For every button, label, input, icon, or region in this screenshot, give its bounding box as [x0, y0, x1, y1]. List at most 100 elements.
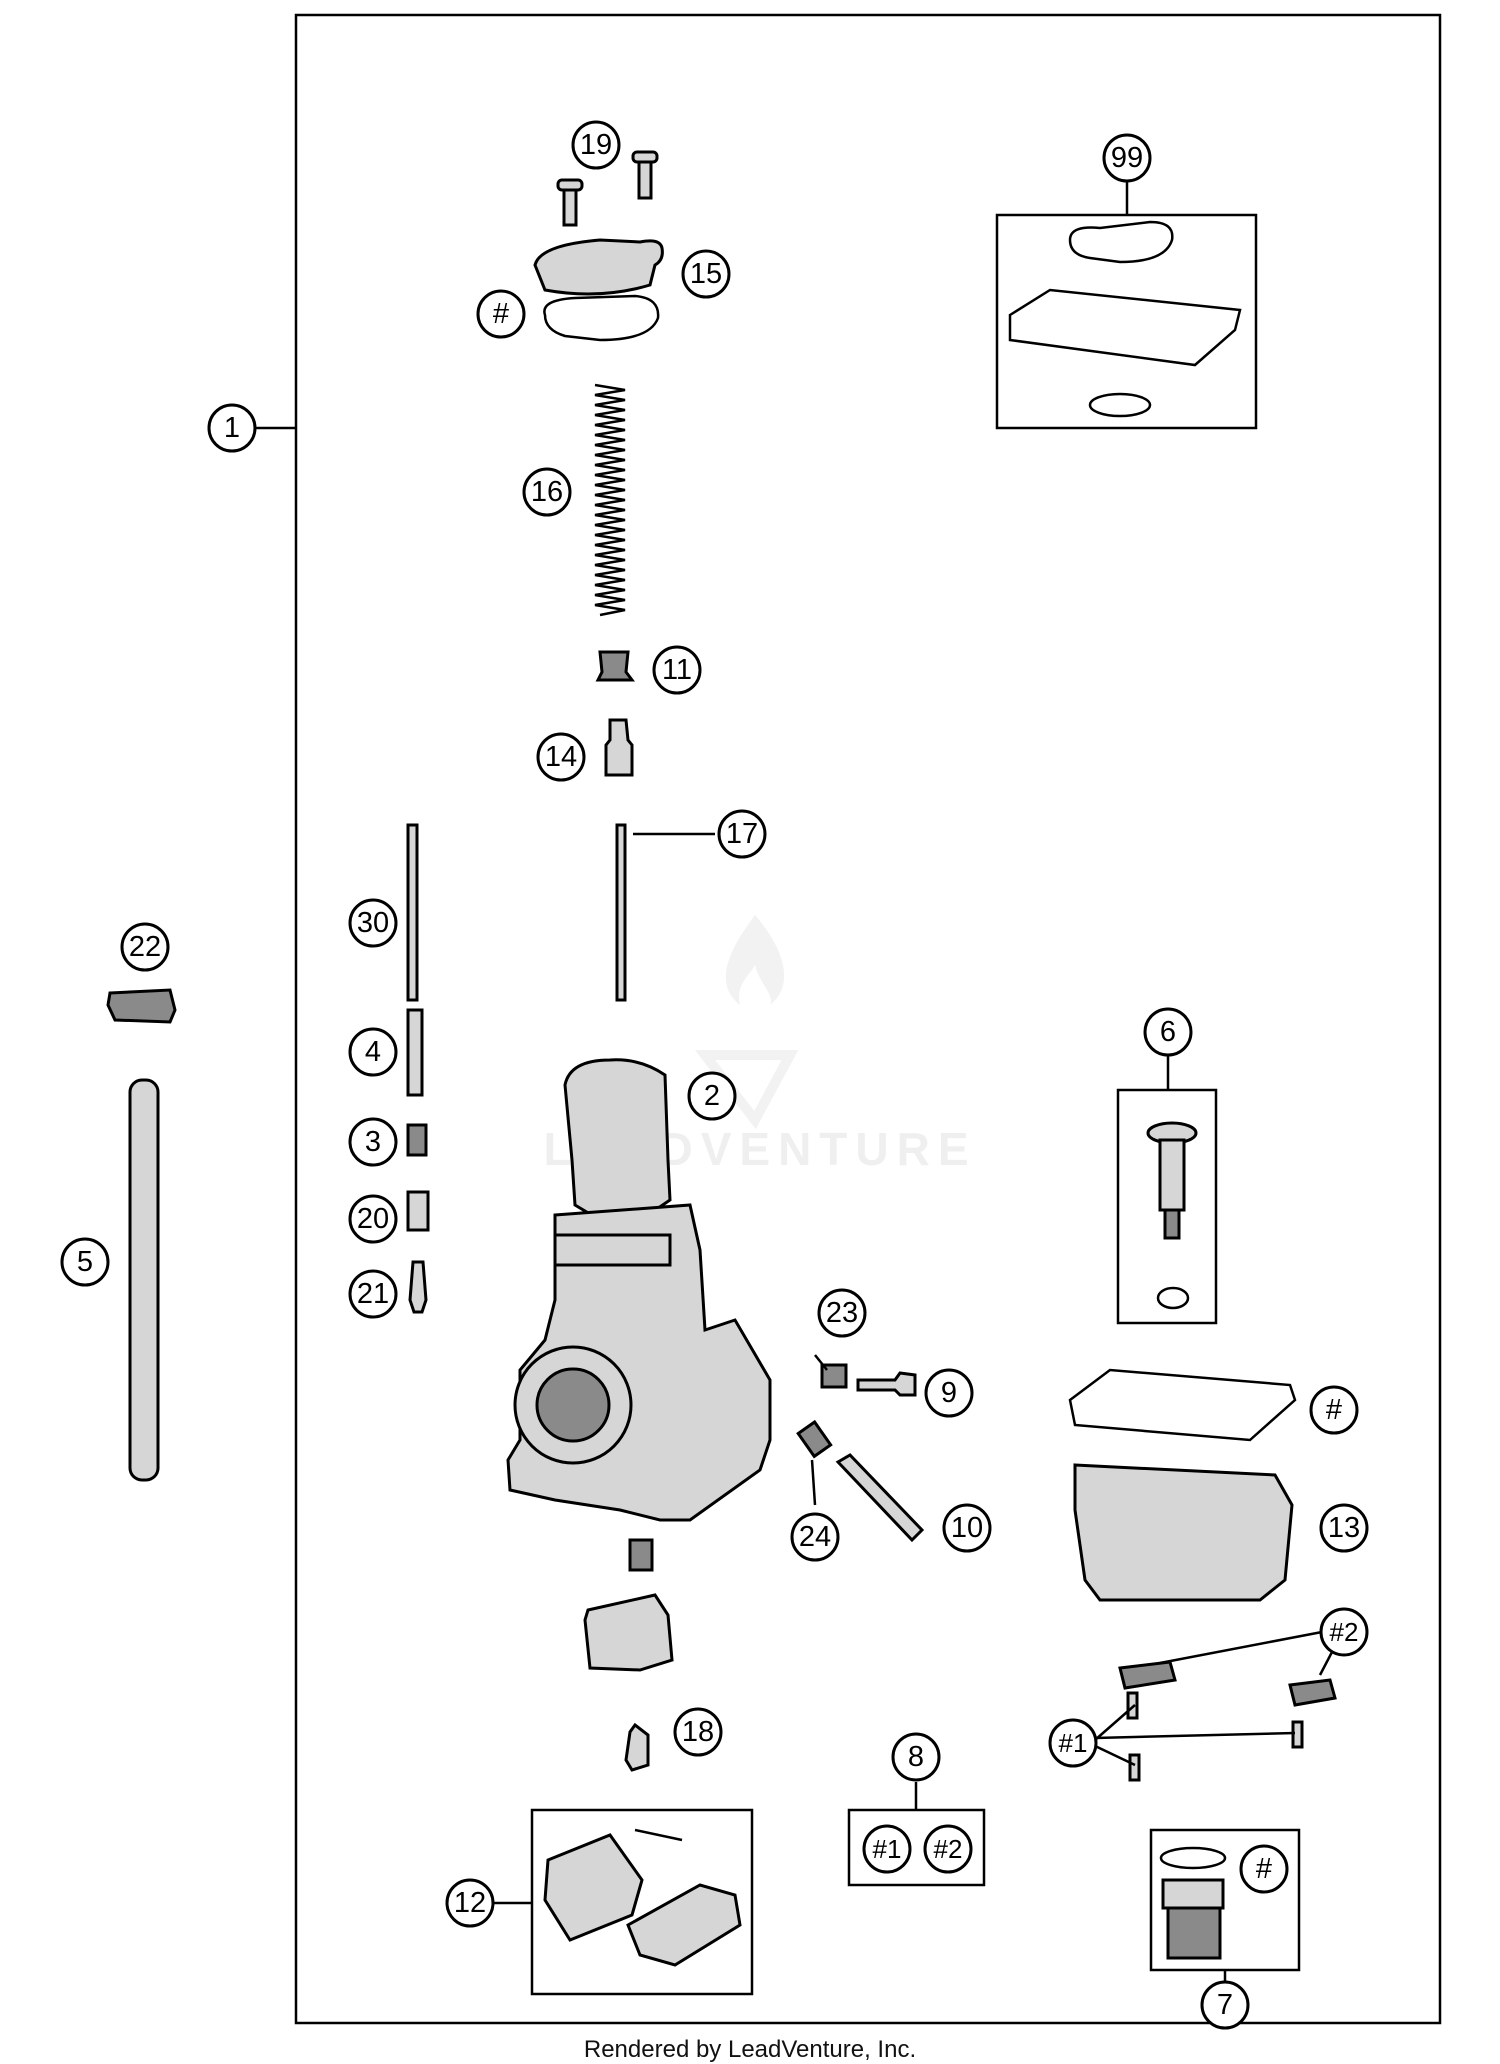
- callout-hash1-screws: #1: [1048, 1718, 1098, 1768]
- callout-1: 1: [207, 403, 257, 453]
- svg-text:22: 22: [129, 931, 161, 963]
- svg-text:19: 19: [580, 129, 612, 161]
- svg-text:#2: #2: [1330, 1617, 1359, 1647]
- callout-14: 14: [536, 732, 586, 782]
- cover-gasket-part: [543, 294, 660, 342]
- svg-text:7: 7: [1217, 1989, 1233, 2021]
- callout-hash1-kit: #1: [862, 1824, 912, 1874]
- callout-hash-cover: #: [1239, 1844, 1289, 1894]
- float-gasket-part: [1068, 1368, 1297, 1442]
- callout-3: 3: [348, 1117, 398, 1167]
- callout-24: 24: [790, 1512, 840, 1562]
- jet-part-21: [408, 1260, 428, 1314]
- svg-text:#2: #2: [934, 1834, 963, 1864]
- callout-hash-top: #: [476, 289, 526, 339]
- svg-text:99: 99: [1111, 142, 1143, 174]
- jet-part-20: [406, 1190, 430, 1232]
- svg-text:8: 8: [908, 1741, 924, 1773]
- svg-text:23: 23: [826, 1297, 858, 1329]
- callout-4: 4: [348, 1027, 398, 1077]
- callout-11: 11: [652, 645, 702, 695]
- idle-screw-part-9: [856, 1371, 917, 1397]
- callout-16: 16: [522, 467, 572, 517]
- callout-2: 2: [687, 1071, 737, 1121]
- top-cover-part: [533, 238, 664, 296]
- svg-text:#: #: [1256, 1853, 1272, 1885]
- cover-cap-part: [1159, 1846, 1227, 1960]
- callout-19: 19: [571, 120, 621, 170]
- float-part-12: [543, 1828, 742, 1967]
- svg-text:13: 13: [1328, 1512, 1360, 1544]
- svg-text:15: 15: [690, 258, 722, 290]
- clip-part-22: [106, 988, 177, 1024]
- svg-text:5: 5: [77, 1246, 93, 1278]
- kit-box-99: [995, 213, 1258, 430]
- callout-21: 21: [348, 1269, 398, 1319]
- callout-23: 23: [817, 1288, 867, 1338]
- callout-10: 10: [942, 1503, 992, 1553]
- callout-18: 18: [673, 1707, 723, 1757]
- svg-text:1: 1: [224, 412, 240, 444]
- gasket-kit-ring-b: [1088, 392, 1152, 418]
- needle-part-30: [406, 823, 419, 1002]
- gasket-kit-frame: [1008, 288, 1242, 367]
- svg-text:16: 16: [531, 476, 563, 508]
- jet-needle-part-17: [615, 823, 627, 1002]
- callout-12: 12: [445, 1878, 495, 1928]
- spring-part-23: [820, 1363, 848, 1389]
- svg-text:6: 6: [1160, 1016, 1176, 1048]
- float-bowl-part: [1073, 1463, 1294, 1602]
- spring-part: [594, 383, 626, 617]
- callout-6: 6: [1143, 1007, 1193, 1057]
- svg-text:14: 14: [545, 741, 577, 773]
- svg-text:#: #: [493, 298, 509, 330]
- svg-text:2: 2: [704, 1080, 720, 1112]
- gasket-kit-ring-a: [1068, 220, 1174, 264]
- throttle-slide-part-2: [563, 1058, 672, 1222]
- footer-credit: Rendered by LeadVenture, Inc.: [583, 2036, 917, 2063]
- callout-5: 5: [60, 1237, 110, 1287]
- svg-text:4: 4: [365, 1036, 381, 1068]
- svg-text:30: 30: [357, 907, 389, 939]
- screw-part-c: [1128, 1753, 1141, 1782]
- callout-30: 30: [348, 898, 398, 948]
- svg-text:#1: #1: [1059, 1728, 1088, 1758]
- callout-8: 8: [891, 1732, 941, 1782]
- callout-20: 20: [348, 1194, 398, 1244]
- rod-part-10: [835, 1453, 925, 1543]
- needle-holder-part-11: [595, 650, 635, 682]
- callout-22: 22: [120, 922, 170, 972]
- svg-text:21: 21: [357, 1278, 389, 1310]
- plate-part-b: [1288, 1678, 1337, 1707]
- screw-part-b: [1291, 1720, 1304, 1749]
- callout-15: 15: [681, 249, 731, 299]
- choke-plunger-part: [1146, 1121, 1198, 1310]
- svg-text:3: 3: [365, 1126, 381, 1158]
- svg-text:17: 17: [726, 818, 758, 850]
- svg-text:24: 24: [799, 1521, 831, 1553]
- svg-text:9: 9: [941, 1377, 957, 1409]
- callout-7: 7: [1200, 1980, 1250, 2030]
- jet-part-3: [406, 1123, 428, 1157]
- float-needle-part-18: [624, 1722, 650, 1772]
- callout-hash2-plates: #2: [1319, 1607, 1369, 1657]
- svg-text:18: 18: [682, 1716, 714, 1748]
- carburetor-body-part: [506, 1203, 772, 1572]
- svg-text:#: #: [1326, 1394, 1342, 1426]
- svg-text:20: 20: [357, 1203, 389, 1235]
- callout-hash2-kit: #2: [923, 1824, 973, 1874]
- spring-part-24: [796, 1419, 833, 1459]
- callout-hash-float: #: [1309, 1385, 1359, 1435]
- svg-text:10: 10: [951, 1512, 983, 1544]
- hose-part-5: [128, 1078, 160, 1482]
- assembly-frame: [294, 13, 1442, 2025]
- callout-99: 99: [1102, 133, 1152, 183]
- jet-part-4: [406, 1008, 424, 1097]
- callout-13: 13: [1319, 1503, 1369, 1553]
- float-valve-seat-part: [583, 1593, 674, 1672]
- callout-9: 9: [924, 1368, 974, 1418]
- screw-part-a: [1126, 1691, 1139, 1720]
- screw-part-19: [556, 150, 659, 227]
- svg-text:#1: #1: [873, 1834, 902, 1864]
